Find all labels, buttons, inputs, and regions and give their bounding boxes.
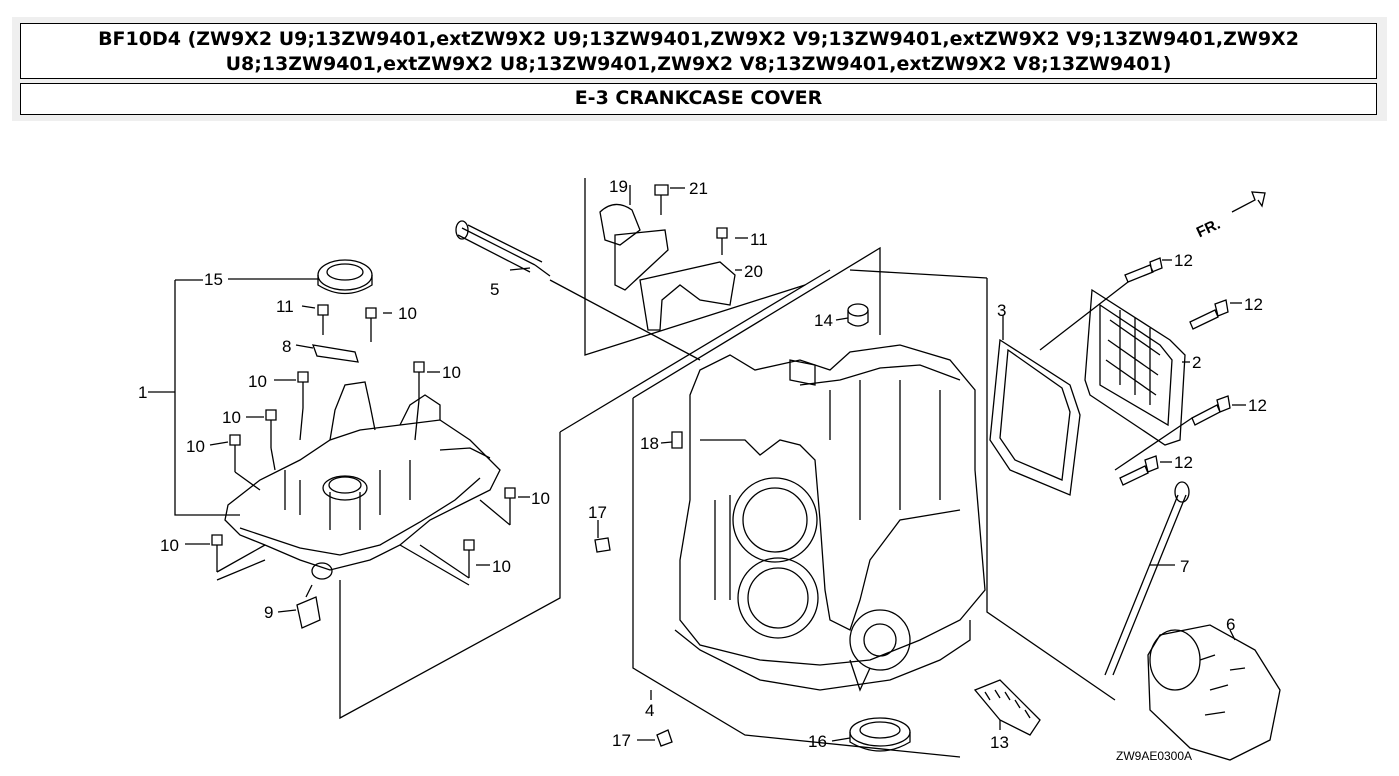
crankcase-block [679, 344, 986, 666]
callout-12c: 12 [1248, 396, 1267, 415]
bolt-group-left [211, 304, 516, 578]
callout-8: 8 [282, 337, 291, 356]
callout-12a: 12 [1174, 251, 1193, 270]
callout-labels: 1 2 3 4 5 6 7 8 9 10 10 10 10 10 10 10 1… [138, 177, 1267, 752]
oil-filter-6 [1147, 624, 1281, 761]
callout-1: 1 [138, 383, 147, 402]
pin-17b [656, 729, 673, 747]
callout-10h: 10 [492, 557, 511, 576]
callout-21: 21 [689, 179, 708, 198]
callout-10b: 10 [248, 372, 267, 391]
callout-11a: 11 [276, 297, 294, 316]
bracket-1 [174, 280, 240, 516]
crankcase-cover-outline [224, 419, 501, 571]
callout-16: 16 [808, 732, 827, 751]
model-title-line-1: BF10D4 (ZW9X2 U9;13ZW9401,extZW9X2 U9;13… [98, 28, 1299, 50]
callout-2: 2 [1192, 353, 1201, 372]
callout-4: 4 [645, 701, 654, 720]
model-title: BF10D4 (ZW9X2 U9;13ZW9401,extZW9X2 U9;13… [20, 23, 1377, 79]
dowel-14 [847, 303, 869, 317]
dipstick-7 [1104, 494, 1187, 676]
callout-15: 15 [204, 270, 223, 289]
callout-6: 6 [1226, 615, 1235, 634]
pin-17a [594, 537, 611, 553]
fr-arrow [1231, 191, 1266, 213]
callout-10f: 10 [531, 489, 550, 508]
gasket-3 [989, 338, 1081, 496]
callout-17b: 17 [612, 731, 631, 750]
callout-10e: 10 [186, 437, 205, 456]
front-direction-label: FR. [1194, 216, 1223, 242]
drawing-code: ZW9AE0300A [1116, 749, 1192, 763]
bracket-19-20 [584, 178, 806, 356]
callout-12d: 12 [1174, 453, 1193, 472]
model-title-line-2: U8;13ZW9401,extZW9X2 U8;13ZW9401,ZW9X2 V… [225, 53, 1172, 75]
part-9 [296, 584, 321, 629]
cover-2 [1084, 288, 1186, 446]
callout-9: 9 [264, 603, 273, 622]
callout-12b: 12 [1244, 295, 1263, 314]
callout-17a: 17 [588, 503, 607, 522]
stud-13 [973, 679, 1041, 736]
callout-13: 13 [990, 733, 1009, 752]
callout-19: 19 [609, 177, 628, 196]
callout-7: 7 [1180, 557, 1189, 576]
callout-10g: 10 [160, 536, 179, 555]
bracket-4 [632, 398, 961, 758]
callout-5: 5 [490, 280, 499, 299]
callout-10a: 10 [398, 304, 417, 323]
callout-20: 20 [744, 262, 763, 281]
bolt-5 [461, 227, 536, 266]
callout-10c: 10 [442, 363, 461, 382]
callout-14: 14 [814, 311, 833, 330]
callout-3: 3 [997, 301, 1006, 320]
callout-10d: 10 [222, 408, 241, 427]
plate-8 [312, 344, 359, 363]
section-title: E-3 CRANKCASE COVER [20, 83, 1377, 115]
callout-11b: 11 [750, 230, 768, 249]
header-panel: BF10D4 (ZW9X2 U9;13ZW9401,extZW9X2 U9;13… [12, 17, 1387, 121]
callout-18: 18 [640, 434, 659, 453]
pin-18 [671, 431, 683, 449]
